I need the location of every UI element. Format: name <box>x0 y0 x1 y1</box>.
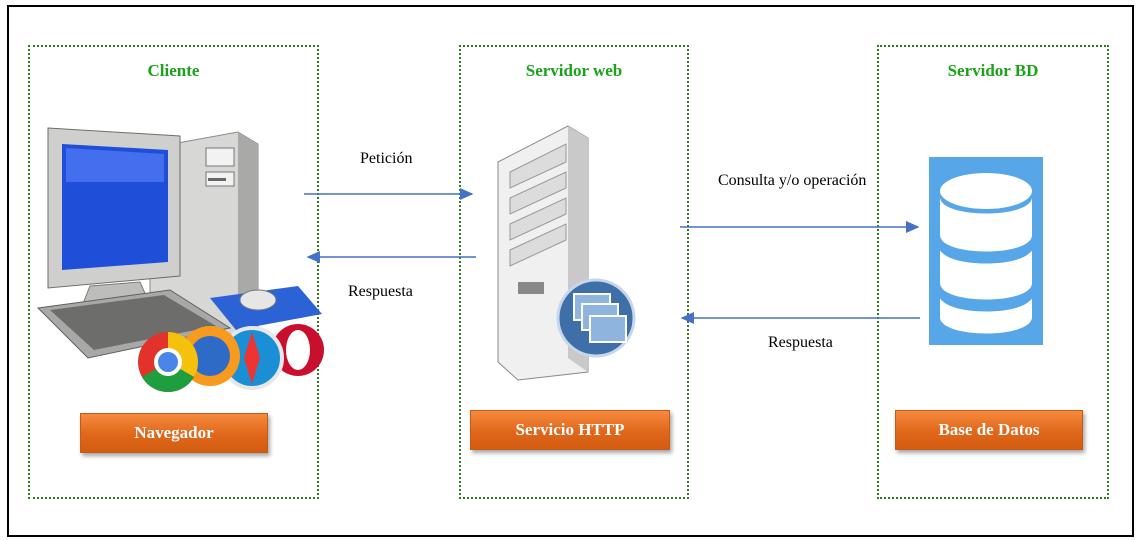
dbserver-panel-title: Servidor BD <box>947 61 1039 80</box>
consulta-label: Consulta y/o operación <box>718 172 867 189</box>
peticion-label: Petición <box>360 150 413 167</box>
browser-icons <box>138 324 324 393</box>
base-de-datos-button: Base de Datos <box>895 410 1083 450</box>
respuesta-cliente-label: Respuesta <box>348 283 413 300</box>
database-icon <box>929 157 1043 345</box>
pc-monitor <box>47 127 181 307</box>
webserver-panel-title: Servidor web <box>525 61 623 80</box>
client-panel-title: Cliente <box>147 61 200 80</box>
servicio-http-button: Servicio HTTP <box>470 410 670 450</box>
client-panel: Cliente <box>28 45 319 499</box>
webserver-panel: Servidor web <box>459 45 689 499</box>
respuesta-bd-label: Respuesta <box>768 334 833 351</box>
dbserver-panel: Servidor BD <box>877 45 1109 499</box>
navegador-button: Navegador <box>80 413 268 453</box>
pc-keyboard <box>36 289 232 359</box>
desktop-computer-icon <box>36 127 324 393</box>
server-tower-icon <box>497 125 636 381</box>
